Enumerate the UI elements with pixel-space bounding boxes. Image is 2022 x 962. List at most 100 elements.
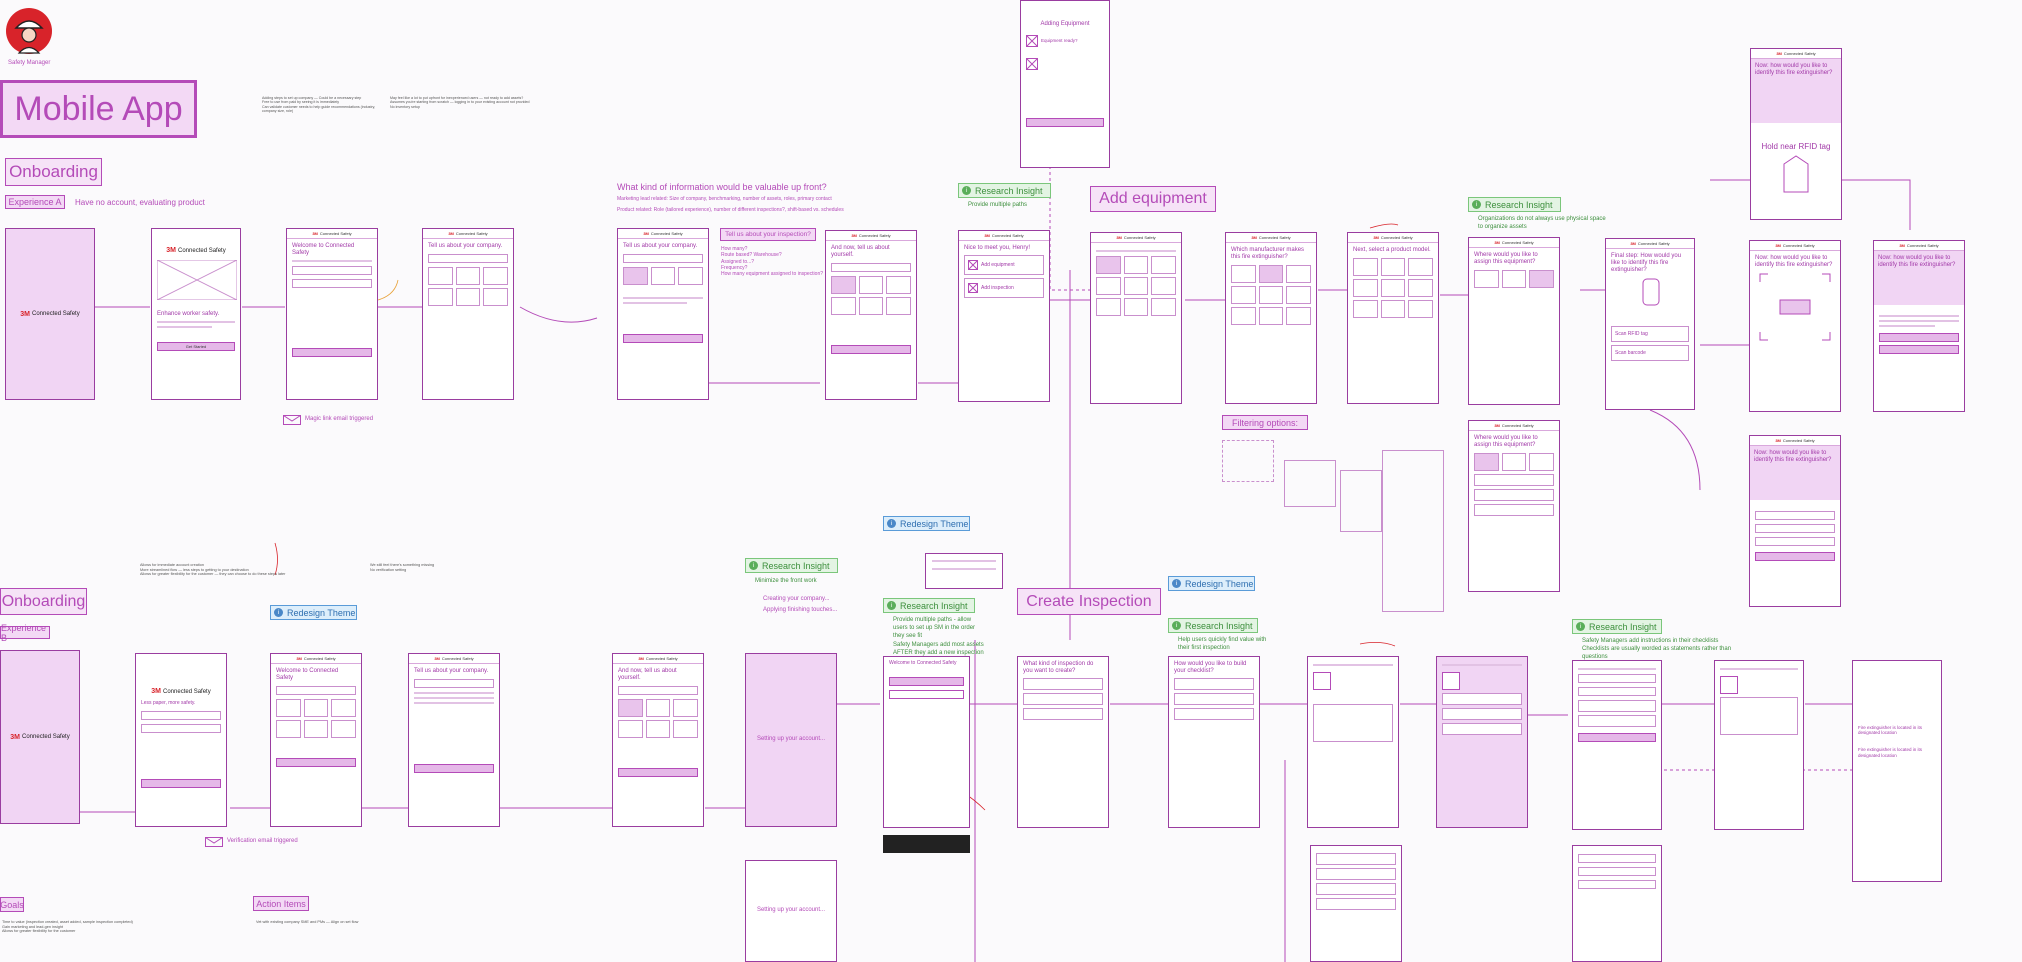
insight-icon-4: i (887, 601, 896, 610)
save-button[interactable] (1755, 552, 1835, 561)
note-a-red-2: Assumes you're starting from scratch — l… (390, 100, 530, 105)
setting-up-text-2: Setting up your account... (756, 907, 826, 914)
final-header-product: Connected Safety (1637, 241, 1670, 246)
detail-header-logo: 3M (643, 231, 649, 236)
password-field[interactable] (292, 278, 372, 288)
insight-icon-2: i (1472, 200, 1481, 209)
barcode-header-product: Connected Safety (1782, 243, 1815, 248)
continue-button[interactable] (623, 333, 703, 343)
note-a-2: Free to use from paid by seeing it is im… (262, 100, 340, 105)
note-a-1: Adding steps to set up company — Could b… (262, 96, 362, 100)
inspection-q4: Frequency? (721, 264, 748, 271)
page-title: Mobile App (0, 80, 197, 138)
assign-heading-2: Where would you like to assign this equi… (1474, 435, 1538, 448)
brand-logo: 3M (20, 310, 31, 318)
add-equipment-option[interactable]: Add equipment (964, 254, 1044, 275)
creating-company-text: Creating your company... (763, 596, 830, 602)
safety-manager-avatar (5, 7, 53, 55)
insight-label-4: Research Insight (900, 600, 968, 611)
theme-card (925, 553, 1003, 589)
yourself-heading: And now, tell us about yourself. (831, 245, 890, 258)
insight-help-users: Help users quickly find value with their… (1178, 637, 1267, 651)
note-b-1: Allows for immediate account creation (140, 563, 204, 567)
assign2-header-logo: 3M (1494, 423, 1500, 428)
hold-rfid-heading: Hold near RFID tag (1761, 142, 1831, 151)
company-name-field[interactable] (428, 253, 508, 263)
yourself-header-logo: 3M (851, 233, 857, 238)
note-b-2: More streamlined flow — less steps to ge… (140, 567, 249, 572)
get-started-button-b[interactable] (141, 778, 221, 788)
enhance-heading: Enhance worker safety. (157, 311, 220, 317)
verification-text: Verification email triggered (227, 838, 298, 845)
detail-header-product: Connected Safety (650, 231, 683, 236)
onboarding-a-title: Onboarding (5, 158, 102, 186)
theme-icon-2: i (887, 519, 896, 528)
verification-note: Verification email triggered (205, 837, 298, 847)
yourself-b-logo: 3M (638, 656, 644, 661)
tell-us-inspection-tag: Tell us about your inspection? (720, 228, 816, 241)
next-button[interactable] (292, 347, 372, 357)
get-started-button-a[interactable]: Get Started (157, 341, 235, 351)
scan-barcode-option[interactable]: Scan barcode (1611, 344, 1689, 361)
welcome-b-heading: Welcome to Connected Safety (276, 668, 339, 681)
adding-equipment-button[interactable] (1026, 117, 1104, 127)
next-button-yourself[interactable] (831, 344, 911, 354)
company-detail-heading: Tell us about your company. (623, 243, 698, 249)
yourself-header-product: Connected Safety (858, 233, 891, 238)
add-inspection-option[interactable]: Add inspection (964, 277, 1044, 298)
assign-header-logo: 3M (1494, 240, 1500, 245)
research-insight-badge-4: i Research Insight (883, 598, 975, 613)
welcome-b-product: Connected Safety (303, 656, 336, 661)
yourself-b-product: Connected Safety (645, 656, 678, 661)
password-input-b[interactable] (141, 723, 221, 733)
note-b-red-2: No verification setting (370, 567, 407, 572)
company-b-logo: 3M (434, 656, 440, 661)
filtering-options-tag: Filtering options: (1222, 415, 1308, 430)
email-field[interactable] (292, 265, 372, 275)
theme-label-3: Redesign Theme (1185, 578, 1254, 589)
insight-multiple-paths-b: Provide multiple paths - allow users to … (893, 617, 985, 658)
enhance-logo-mark: 3M (166, 247, 177, 254)
notes-a-pros: Adding steps to set up company — Could b… (262, 96, 382, 114)
insight-icon-3: i (749, 561, 758, 570)
scan-rfid-option[interactable]: Scan RFID tag (1611, 325, 1689, 342)
insight-checklists-text: Safety Managers add instructions in thei… (1582, 638, 1719, 644)
note-b-red-1: We still feel there's something missing (370, 563, 435, 567)
insight-checklists-text-2: Checklists are usually worded as stateme… (1582, 645, 1732, 660)
checklist-library-screen (1310, 845, 1402, 962)
home-screen: Welcome to Connected Safety (883, 656, 970, 828)
placeholder-image-icon (156, 259, 238, 301)
manufacturer-heading: Which manufacturer makes this fire extin… (1231, 247, 1305, 260)
filtering-sketches (1222, 440, 1457, 612)
final-heading: Final step: How would you like to identi… (1611, 253, 1682, 273)
located-question-screen: Fire extinguisher is located in its desi… (1852, 660, 1942, 882)
email-input-b[interactable] (141, 710, 221, 720)
welcome-b-logo: 3M (296, 656, 302, 661)
adding-equipment-heading: Adding Equipment (1040, 21, 1090, 27)
setting-up-screen-2: Setting up your account... (745, 860, 837, 962)
header-product: Connected Safety (319, 231, 352, 236)
insight-icon: i (962, 186, 971, 195)
inspection-q2: Route based? Warehouse? (721, 252, 782, 259)
insight-assets-text: Safety Managers add most assets AFTER th… (893, 642, 984, 657)
